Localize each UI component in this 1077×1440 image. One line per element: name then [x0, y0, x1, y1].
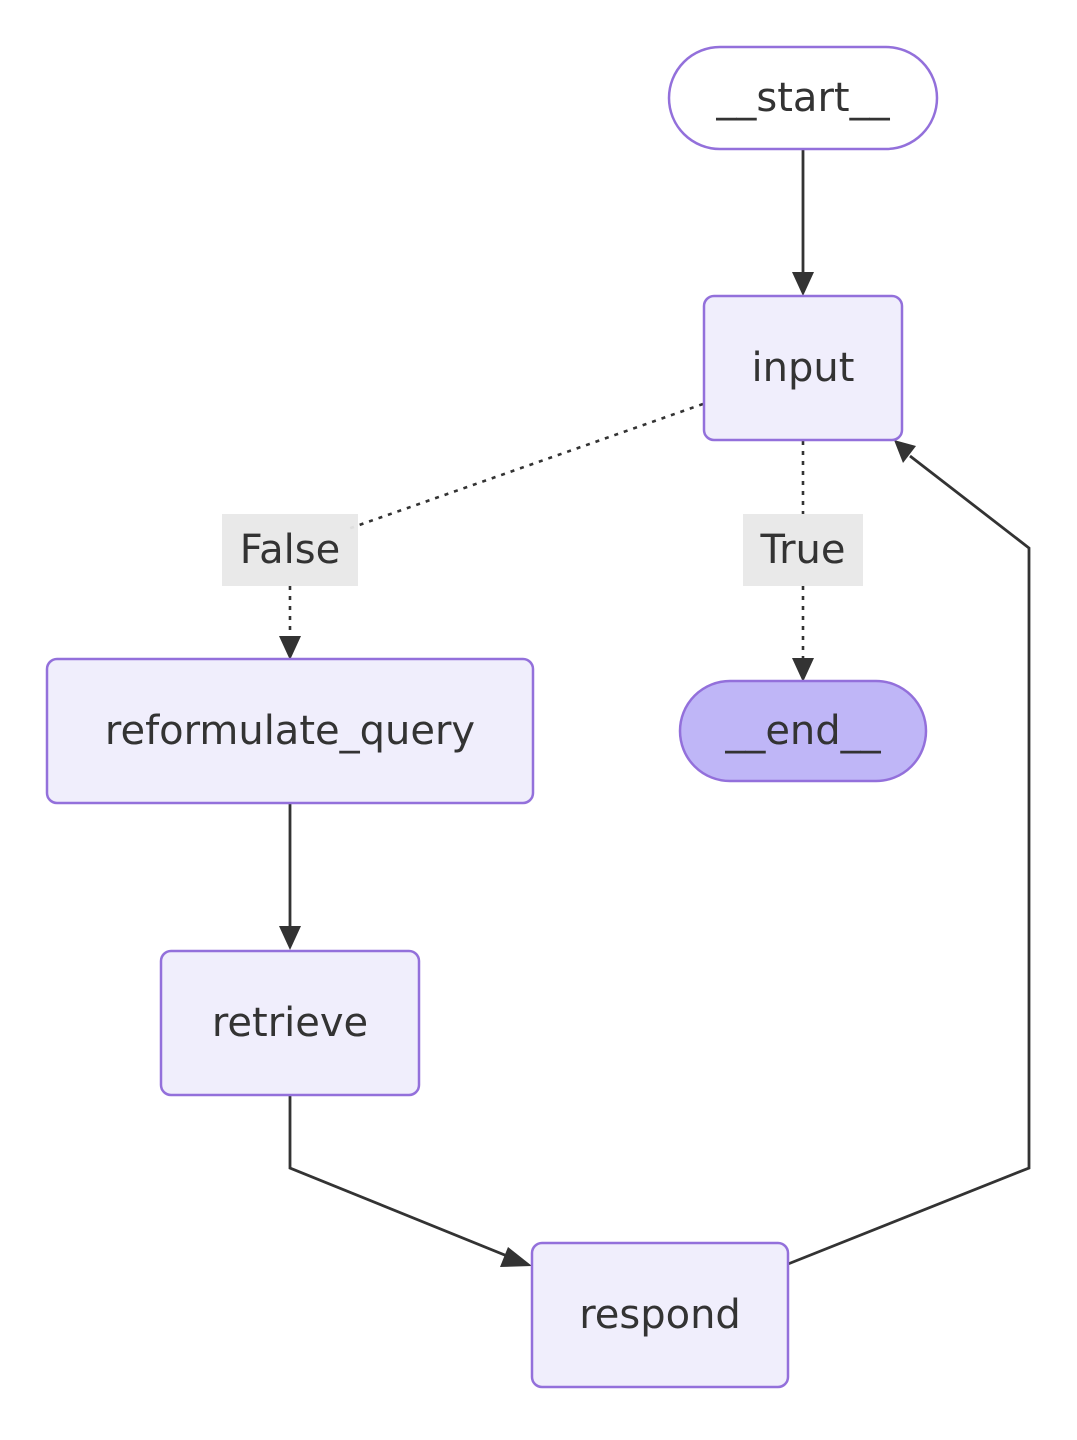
node-input-label: input	[752, 345, 855, 391]
node-start-label: __start__	[715, 75, 890, 121]
edge-reformulate-query-to-retrieve	[279, 804, 301, 950]
edge-label-false-text: False	[240, 527, 340, 573]
edge-respond-to-input	[787, 440, 1031, 1266]
edge-label-true-text: True	[760, 527, 846, 573]
node-retrieve[interactable]: retrieve	[159, 949, 421, 1097]
arrowhead	[279, 636, 301, 660]
edge-input-to-reformulate-query	[279, 402, 704, 660]
node-end-label: __end__	[724, 708, 881, 754]
node-input[interactable]: input	[702, 294, 904, 442]
node-end[interactable]: __end__	[678, 679, 928, 783]
node-respond[interactable]: respond	[530, 1241, 790, 1389]
arrowhead	[500, 1247, 532, 1267]
edge-label-false: False	[222, 514, 358, 586]
node-reformulate-query-label: reformulate_query	[105, 708, 475, 754]
node-respond-label: respond	[579, 1292, 741, 1338]
node-reformulate-query[interactable]: reformulate_query	[45, 657, 535, 805]
edges	[279, 150, 1031, 1267]
node-retrieve-label: retrieve	[212, 1000, 368, 1046]
arrowhead	[792, 658, 814, 682]
arrowhead	[792, 272, 814, 296]
edge-start-to-input	[792, 150, 814, 296]
arrowhead	[279, 926, 301, 950]
edge-retrieve-to-respond	[288, 1096, 532, 1267]
node-start[interactable]: __start__	[667, 45, 939, 151]
edge-input-to-end	[792, 441, 814, 682]
edge-label-true: True	[743, 514, 863, 586]
arrowhead	[894, 440, 916, 463]
